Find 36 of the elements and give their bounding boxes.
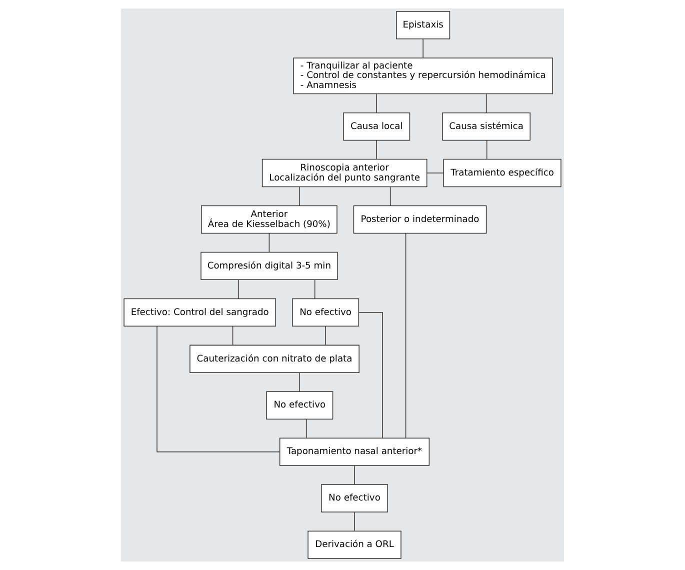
- connector: [325, 326, 326, 346]
- connector: [486, 140, 488, 160]
- node-box: Causa sistémica: [442, 112, 530, 141]
- node-box: Anterior Área de Kiesselbach (90%): [201, 205, 338, 234]
- node-box: - Tranquilizar al paciente - Control de constantes y repercursión hemodinámica - Anamnesis: [293, 58, 553, 94]
- connector: [268, 233, 270, 252]
- connector: [306, 418, 307, 438]
- connector: [376, 140, 377, 160]
- connector: [486, 94, 487, 113]
- connector: [422, 38, 424, 58]
- node-box: No efectivo: [320, 484, 388, 512]
- node-box: Compresión digital 3-5 min: [200, 252, 338, 280]
- connector: [238, 280, 239, 299]
- connector: [354, 465, 355, 485]
- connector: [426, 172, 444, 174]
- connector: [314, 280, 316, 299]
- node-box: Taponamiento nasal anterior*: [279, 438, 430, 466]
- node-box: Derivación a ORL: [308, 530, 402, 559]
- connector: [354, 512, 355, 532]
- node-box: Epistaxis: [396, 11, 450, 40]
- node-box: Tratamiento específico: [443, 158, 562, 188]
- connector: [376, 94, 377, 113]
- node-box: Efectivo: Control del sangrado: [124, 298, 276, 327]
- node-box: Causa local: [343, 112, 410, 141]
- node-box: Rinoscopia anterior Localización del punto sangrante: [262, 158, 428, 188]
- node-box: No efectivo: [266, 391, 334, 420]
- node-box: Posterior o indeterminado: [353, 205, 487, 234]
- connector: [358, 312, 383, 438]
- connector: [390, 186, 391, 206]
- node-box: Cauterización con nitrato de plata: [190, 344, 360, 373]
- connector: [405, 232, 406, 438]
- connector: [156, 326, 280, 452]
- connector: [299, 372, 300, 392]
- connector: [299, 186, 300, 206]
- node-box: No efectivo: [292, 298, 360, 327]
- connector: [232, 326, 234, 346]
